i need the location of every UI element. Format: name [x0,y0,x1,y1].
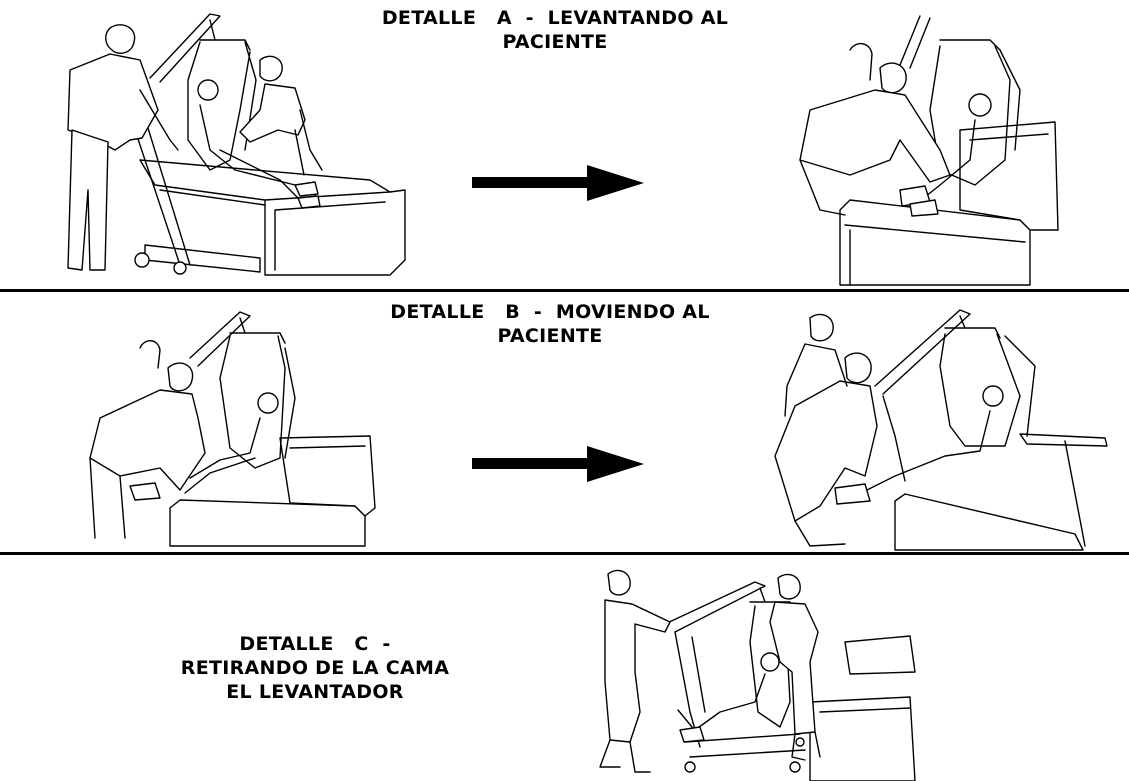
sling [940,334,1035,446]
detail-c-title-line2: RETIRANDO DE LA CAMA [180,657,450,679]
patient-figure [900,94,991,216]
detail-c-title-line1: DETALLE C - [239,633,391,655]
caregiver-right [240,56,322,175]
detail-b-right-illustration [765,306,1110,551]
caregiver-left [600,570,670,772]
caregiver-back [785,314,847,416]
bed [810,636,915,781]
detail-b-left-illustration [80,308,390,546]
caregiver-front [775,353,877,546]
detail-a-title-line1: DETALLE A - LEVANTANDO AL [381,7,729,29]
right-arrow-icon [472,165,644,201]
detail-b-title-line1: DETALLE B - MOVIENDO AL [390,301,710,323]
detail-c-illustration [580,562,920,781]
patient-lift [135,14,260,274]
detail-c-title-line3: EL LEVANTADOR [226,681,404,703]
patient-figure [130,393,278,500]
sling [750,606,790,727]
patient-lift [875,310,1000,481]
sling [220,336,295,468]
patient-lift [665,582,805,772]
caregiver-right [770,574,820,760]
detail-a-title: DETALLE A - LEVANTANDO AL PACIENTE [330,6,780,54]
patient-figure [198,80,320,208]
patient-lift [190,312,285,366]
bed [895,434,1107,550]
detail-a-left-illustration [60,10,420,278]
caregiver-left [68,25,178,270]
divider-top [0,289,1129,292]
right-arrow-icon [472,446,644,482]
detail-c-title: DETALLE C - RETIRANDO DE LA CAMA EL LEVA… [160,632,470,704]
detail-b-title-line2: PACIENTE [497,325,603,347]
patient-figure [680,653,779,742]
detail-b-title: DETALLE B - MOVIENDO AL PACIENTE [340,300,760,348]
detail-a-title-line2: PACIENTE [502,31,608,53]
detail-a-right-illustration [790,10,1065,285]
patient-lift [900,16,1000,68]
bed [840,122,1058,285]
caregiver-front [800,44,950,215]
bed [170,436,375,546]
sling [930,46,1020,185]
caregiver-front [90,341,205,538]
bed [140,160,405,275]
patient-figure [835,386,1003,504]
divider-bottom [0,552,1129,555]
